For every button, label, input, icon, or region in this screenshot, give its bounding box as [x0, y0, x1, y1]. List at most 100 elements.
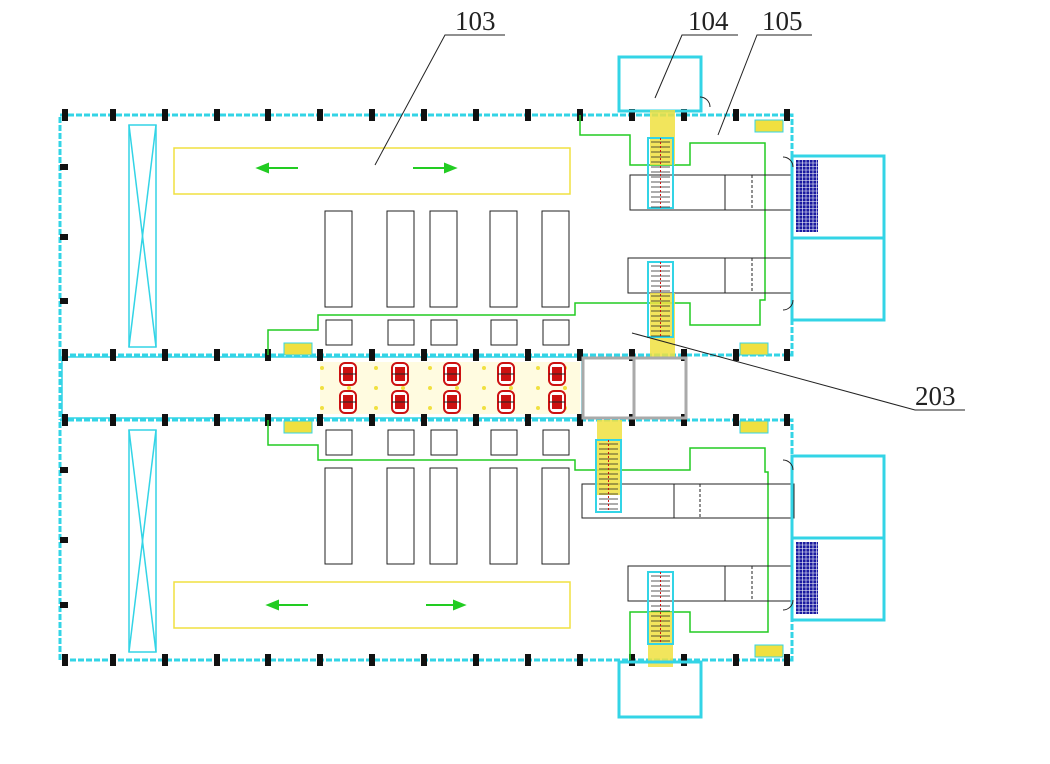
small-box — [430, 319, 458, 346]
vehicle-icon — [548, 362, 566, 386]
column — [110, 654, 116, 666]
lower-crane-bay — [128, 429, 157, 653]
column — [733, 654, 739, 666]
column — [784, 414, 790, 426]
column — [60, 602, 68, 608]
lower-right-rooms — [790, 454, 886, 622]
rack — [429, 210, 458, 308]
bay-marker — [482, 386, 486, 390]
lower-hall-outline — [58, 418, 794, 662]
column — [214, 349, 220, 361]
column — [784, 109, 790, 121]
rack — [324, 210, 353, 308]
column — [577, 349, 583, 361]
column — [473, 414, 479, 426]
small-box — [430, 429, 458, 456]
column — [473, 109, 479, 121]
vehicle-icon — [443, 390, 461, 414]
small-box — [387, 319, 415, 346]
upper-racks — [324, 210, 570, 308]
bay-marker — [482, 406, 486, 410]
column — [473, 349, 479, 361]
upper-hall-outline — [58, 113, 794, 357]
lower-small-boxes — [325, 429, 570, 456]
rack — [489, 467, 518, 565]
vehicle-icon — [391, 390, 409, 414]
upper-equipment-blocks — [627, 174, 793, 294]
upper-zone-arrows — [255, 162, 458, 174]
lower-conveyor-bottom — [647, 571, 674, 645]
lower-storage-zone — [173, 581, 571, 629]
bay-marker — [347, 386, 351, 390]
small-box — [387, 429, 415, 456]
lower-grid-lines — [796, 542, 818, 614]
ref-label-105: 105 — [762, 6, 803, 36]
bay-marker — [482, 366, 486, 370]
column — [162, 654, 168, 666]
column — [162, 349, 168, 361]
bay-marker — [428, 406, 432, 410]
rack — [386, 210, 415, 308]
column — [629, 349, 635, 361]
bay-marker — [374, 406, 378, 410]
bay-marker — [320, 406, 324, 410]
vehicle-icon — [497, 390, 515, 414]
vehicle-icon — [391, 362, 409, 386]
bay-marker — [428, 366, 432, 370]
rack — [324, 467, 353, 565]
column — [369, 414, 375, 426]
column — [60, 467, 68, 473]
top-annex-104 — [617, 55, 703, 113]
column — [62, 349, 68, 361]
upper-grid-panel — [796, 160, 818, 232]
column — [369, 654, 375, 666]
leader-103 — [374, 34, 505, 166]
column — [784, 654, 790, 666]
rack — [429, 467, 458, 565]
column — [629, 414, 635, 426]
column — [214, 109, 220, 121]
column — [681, 414, 687, 426]
lower-mid-doorway-zone — [597, 420, 622, 495]
column — [473, 654, 479, 666]
column — [629, 654, 635, 666]
bay-marker — [455, 386, 459, 390]
small-box — [490, 319, 518, 346]
ref-label-103: 103 — [455, 6, 496, 36]
column — [369, 109, 375, 121]
column — [317, 349, 323, 361]
column — [110, 414, 116, 426]
upper-grid-lines — [796, 160, 818, 232]
column — [265, 109, 271, 121]
bay-marker — [428, 386, 432, 390]
column — [214, 414, 220, 426]
bay-marker — [509, 386, 513, 390]
ref-label-104: 104 — [688, 6, 729, 36]
lower-equipment-blocks — [581, 483, 795, 602]
vehicles — [339, 362, 566, 414]
upper-conveyor-top — [647, 137, 674, 209]
column — [681, 109, 687, 121]
column — [60, 537, 68, 543]
column — [421, 654, 427, 666]
lower-racks — [324, 467, 570, 565]
column — [577, 654, 583, 666]
vehicle-icon — [548, 390, 566, 414]
bottom-annex — [617, 660, 703, 719]
upper-mid-doorway-zone — [650, 293, 675, 358]
column — [317, 654, 323, 666]
lower-zone-arrows — [265, 599, 467, 611]
column — [525, 654, 531, 666]
rack — [386, 467, 415, 565]
bay-marker — [401, 386, 405, 390]
rack — [541, 467, 570, 565]
column — [60, 298, 68, 304]
bay-marker — [320, 366, 324, 370]
bay-marker — [320, 386, 324, 390]
column — [733, 349, 739, 361]
leader-105 — [717, 34, 812, 136]
column — [421, 349, 427, 361]
column — [60, 234, 68, 240]
ref-label-203: 203 — [915, 381, 956, 411]
column — [162, 109, 168, 121]
